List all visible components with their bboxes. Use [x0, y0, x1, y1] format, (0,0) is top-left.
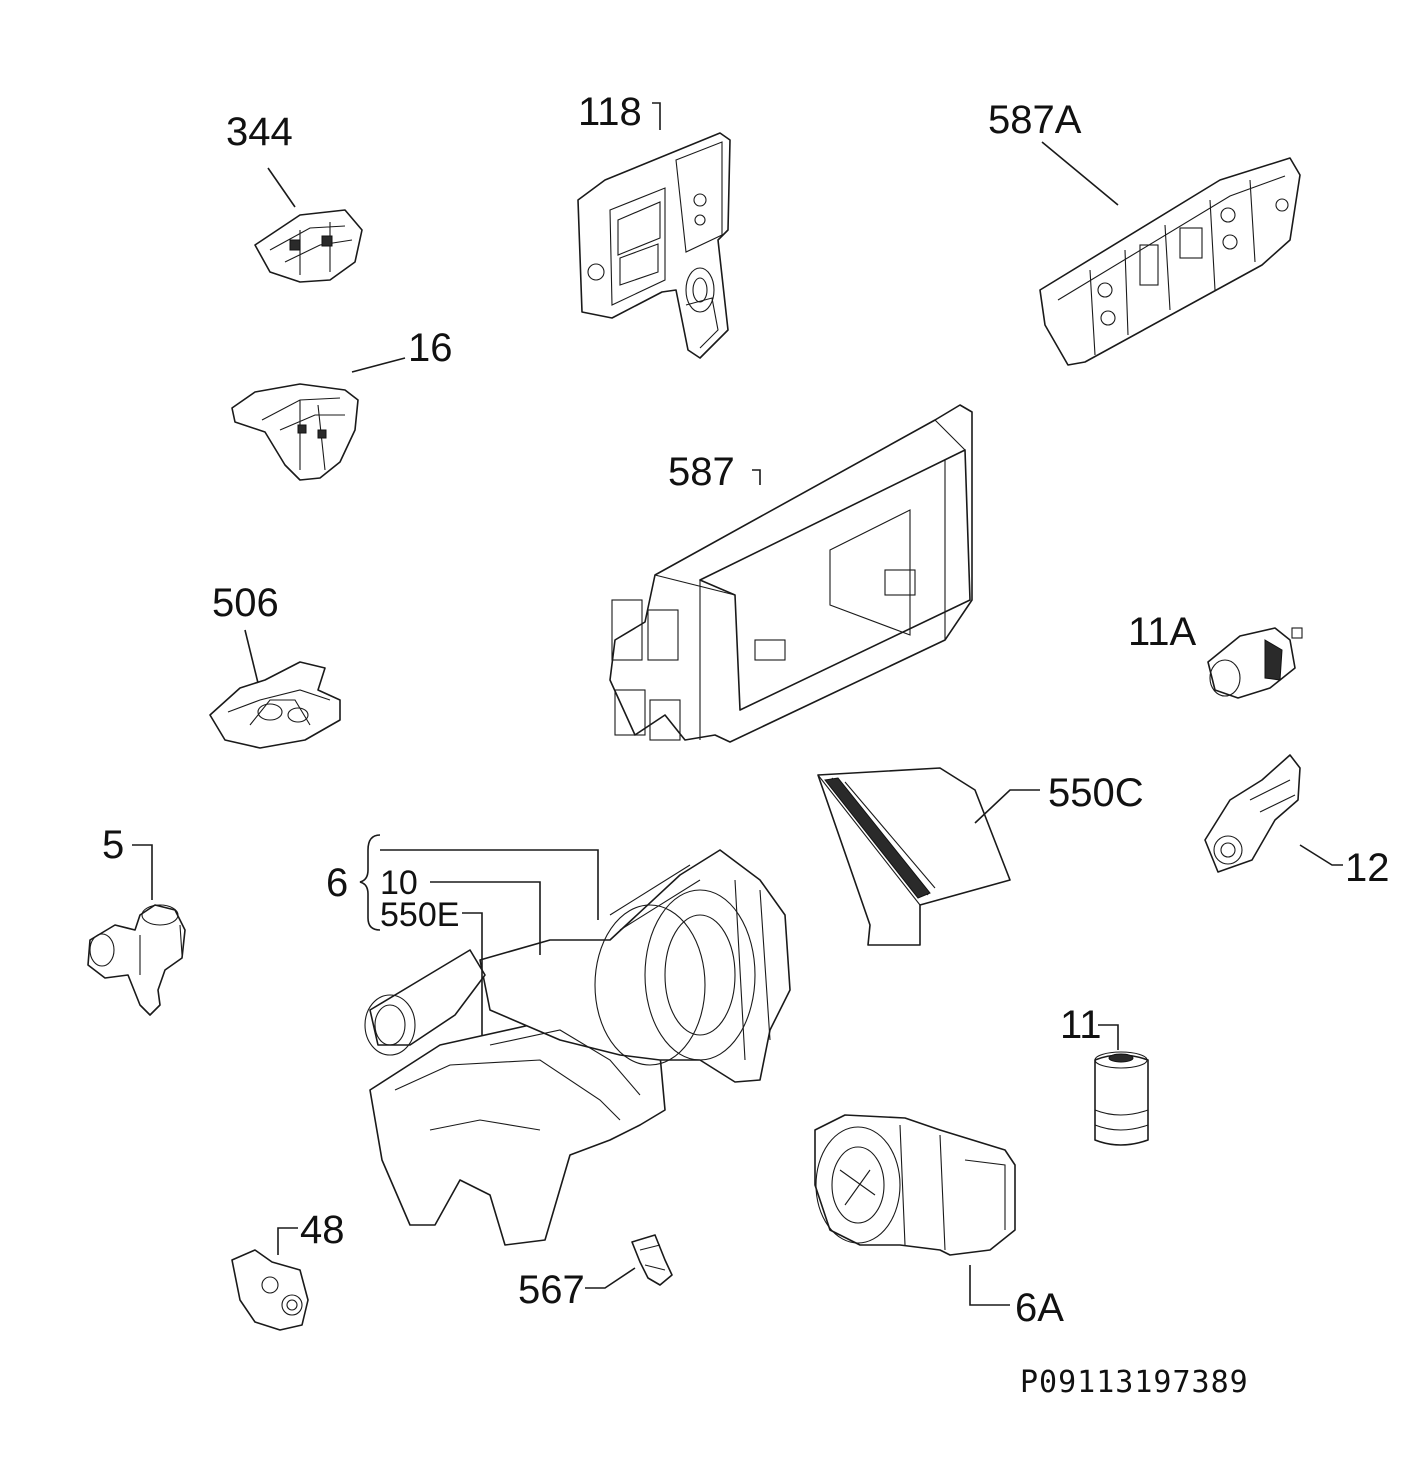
part-550C-cover[interactable] — [817, 767, 1011, 946]
part-567-cap[interactable] — [631, 1234, 673, 1286]
callout-12[interactable]: 12 — [1345, 846, 1390, 890]
callout-48[interactable]: 48 — [300, 1208, 345, 1252]
leader-16 — [351, 357, 406, 373]
callout-11[interactable]: 11 — [1060, 1003, 1102, 1047]
part-6A-drain-pump[interactable] — [814, 1114, 1016, 1256]
part-12-clamp[interactable] — [1204, 754, 1301, 873]
callout-344[interactable]: 344 — [226, 110, 293, 154]
leader-550E — [462, 912, 483, 1035]
part-5-inlet-valve[interactable] — [87, 904, 186, 1016]
part-11A-sensor[interactable] — [1207, 627, 1303, 699]
callout-118[interactable]: 118 — [578, 90, 642, 134]
callout-11A[interactable]: 11A — [1128, 610, 1197, 654]
callout-10[interactable]: 10 — [380, 864, 418, 902]
leader-6 — [380, 849, 599, 920]
callout-550E[interactable]: 550E — [380, 896, 460, 934]
leader-506 — [244, 629, 259, 684]
part-16-valve[interactable] — [231, 383, 359, 481]
part-118-control-fascia[interactable] — [577, 132, 731, 359]
leader-12 — [1299, 844, 1343, 866]
callout-587[interactable]: 587 — [668, 450, 735, 494]
leader-48 — [277, 1227, 298, 1255]
part-587-main-module[interactable] — [609, 404, 973, 743]
callout-587A[interactable]: 587A — [988, 98, 1082, 142]
drawing-reference-number: P09113197389 — [1020, 1365, 1249, 1400]
callout-16[interactable]: 16 — [408, 326, 453, 370]
callout-506[interactable]: 506 — [212, 581, 279, 625]
leader-11 — [1098, 1024, 1119, 1050]
callout-6[interactable]: 6 — [326, 861, 349, 905]
leader-344 — [267, 167, 296, 208]
part-11-cylinder[interactable] — [1094, 1051, 1149, 1146]
leader-118 — [652, 102, 661, 130]
part-506-holder[interactable] — [209, 661, 341, 749]
leader-6-brace — [359, 834, 381, 931]
leader-10 — [430, 881, 541, 955]
leader-5 — [132, 844, 153, 900]
leader-6A — [969, 1265, 1010, 1306]
callout-5[interactable]: 5 — [102, 823, 125, 867]
part-587A-control-board[interactable] — [1039, 157, 1301, 366]
leader-587A — [1041, 141, 1119, 206]
leader-587 — [752, 469, 761, 485]
part-344-switch[interactable] — [254, 209, 363, 283]
part-6-circulation-pump[interactable] — [364, 849, 791, 1246]
part-48-pump[interactable] — [231, 1249, 309, 1331]
leader-567 — [585, 1267, 636, 1289]
callout-6A[interactable]: 6A — [1015, 1286, 1064, 1330]
leader-550C — [974, 789, 1040, 824]
callout-567[interactable]: 567 — [518, 1268, 585, 1312]
callout-550C[interactable]: 550C — [1048, 771, 1144, 815]
